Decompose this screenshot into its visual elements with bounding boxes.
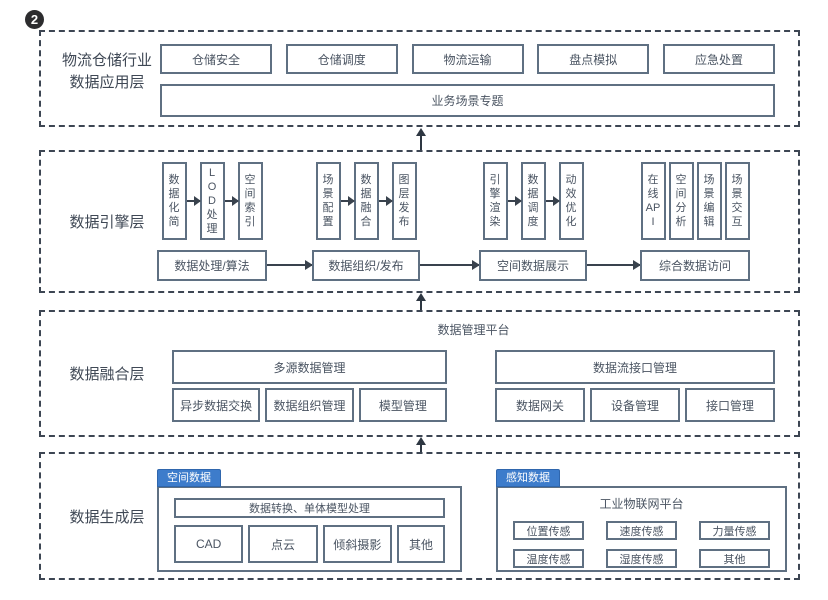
iot-platform-title: 工业物联网平台 xyxy=(599,497,684,511)
data-type-tab: 空间数据 xyxy=(157,469,221,487)
fusion-item-box: 接口管理 xyxy=(685,388,775,422)
business-topic-box: 业务场景专题 xyxy=(160,84,775,117)
engine-module-box: 数 据 调 度 xyxy=(520,162,546,240)
engine-group: 场 景 配 置数 据 融 合图 层 发 布数据组织/发布 xyxy=(312,162,420,281)
application-scenario-box: 仓储调度 xyxy=(285,44,398,74)
fusion-group: 多源数据管理异步数据交换数据组织管理模型管理 xyxy=(172,350,447,422)
generation-item-box: 速度传感 xyxy=(606,521,677,540)
layer-application-label: 物流仓储行业 数据应用层 xyxy=(61,52,152,91)
layer-data-fusion: 数据融合层 数据管理平台 多源数据管理异步数据交换数据组织管理模型管理数据流接口… xyxy=(39,310,800,437)
generation-item-row: 位置传感 速度传感 力量传感 xyxy=(513,521,770,540)
application-scenario-box: 应急处置 xyxy=(663,44,775,74)
engine-stage-box: 数据处理/算法 xyxy=(157,250,267,281)
fusion-item-box: 模型管理 xyxy=(358,388,447,422)
engine-module-box: L O D 处 理 xyxy=(199,162,225,240)
engine-module-box: 在 线 AP I xyxy=(640,162,666,240)
generation-item-row: 温度传感 湿度传感 其他 xyxy=(513,549,770,568)
engine-module-box: 数 据 融 合 xyxy=(353,162,379,240)
layer-engine-label: 数据引擎层 xyxy=(69,214,145,231)
small-arrow-right-icon xyxy=(186,196,201,206)
fusion-header-box: 多源数据管理 xyxy=(172,350,447,384)
vertical-box-row: 引 擎 渲 染数 据 调 度动 效 优 化 xyxy=(482,162,584,240)
small-arrow-right-icon xyxy=(378,196,393,206)
generation-item-box: 湿度传感 xyxy=(606,549,677,568)
fusion-item-box: 数据网关 xyxy=(495,388,585,422)
data-platform-title: 数据管理平台 xyxy=(437,323,510,337)
engine-module-box: 数 据 化 简 xyxy=(161,162,187,240)
small-arrow-right-icon xyxy=(224,196,239,206)
fusion-item-box: 数据组织管理 xyxy=(265,388,354,422)
layer-data-engine: 数据引擎层 数 据 化 简 L O D 处 理空 间 索 引数据处理/算法 场 景 … xyxy=(39,150,800,293)
engine-stage-box: 空间数据展示 xyxy=(479,250,587,281)
generation-container: 工业物联网平台位置传感 速度传感 力量传感温度传感 湿度传感 其他 xyxy=(496,486,787,572)
vertical-box-row: 数 据 化 简 L O D 处 理空 间 索 引 xyxy=(161,162,263,240)
engine-module-box: 场 景 交 互 xyxy=(724,162,750,240)
engine-group: 数 据 化 简 L O D 处 理空 间 索 引数据处理/算法 xyxy=(157,162,267,281)
application-scenario-box: 仓储安全 xyxy=(160,44,272,74)
process-header-box: 数据转换、单体模型处理 xyxy=(174,498,445,518)
flow-arrow-right-icon xyxy=(420,260,480,270)
generation-item-box: 位置传感 xyxy=(513,521,584,540)
application-scenario-box: 物流运输 xyxy=(411,44,524,74)
generation-item-box: 力量传感 xyxy=(699,521,770,540)
fusion-item-box: 异步数据交换 xyxy=(172,388,261,422)
flow-arrow-right-icon xyxy=(267,260,313,270)
engine-module-box: 空 间 索 引 xyxy=(237,162,263,240)
layer-generation-label: 数据生成层 xyxy=(69,509,145,526)
vertical-box-row: 场 景 配 置数 据 融 合图 层 发 布 xyxy=(315,162,417,240)
application-scenario-box: 盘点模拟 xyxy=(537,44,650,74)
generation-item-box: 其他 xyxy=(699,549,770,568)
layer-fusion-label: 数据融合层 xyxy=(69,366,145,383)
engine-module-box: 动 效 优 化 xyxy=(558,162,584,240)
engine-module-box: 图 层 发 布 xyxy=(391,162,417,240)
step-badge: 2 xyxy=(25,10,44,29)
small-arrow-right-icon xyxy=(507,196,522,206)
small-arrow-right-icon xyxy=(340,196,355,206)
generation-item-box: 点云 xyxy=(248,525,318,563)
generation-item-box: CAD xyxy=(174,525,244,563)
layer-application: 物流仓储行业 数据应用层 仓储安全仓储调度物流运输盘点模拟应急处置 业务场景专题 xyxy=(39,30,800,127)
engine-group: 引 擎 渲 染数 据 调 度动 效 优 化空间数据展示 xyxy=(479,162,587,281)
fusion-header-box: 数据流接口管理 xyxy=(495,350,775,384)
engine-stage-box: 数据组织/发布 xyxy=(312,250,420,281)
generation-item-box: 温度传感 xyxy=(513,549,584,568)
flow-arrow-right-icon xyxy=(587,260,641,270)
layer-up-arrow-icon xyxy=(416,128,426,150)
engine-module-box: 引 擎 渲 染 xyxy=(482,162,508,240)
layer-up-arrow-icon xyxy=(416,437,426,452)
fusion-group: 数据流接口管理数据网关设备管理接口管理 xyxy=(495,350,775,422)
application-box-row: 仓储安全仓储调度物流运输盘点模拟应急处置 xyxy=(160,44,775,74)
layer-up-arrow-icon xyxy=(416,293,426,310)
generation-group: 感知数据工业物联网平台位置传感 速度传感 力量传感温度传感 湿度传感 其他 xyxy=(496,469,787,572)
small-arrow-right-icon xyxy=(545,196,560,206)
fusion-item-row: 异步数据交换数据组织管理模型管理 xyxy=(172,388,447,422)
engine-module-box: 场 景 编 辑 xyxy=(696,162,722,240)
generation-item-box: 倾斜摄影 xyxy=(322,525,392,563)
fusion-item-row: 数据网关设备管理接口管理 xyxy=(495,388,775,422)
engine-module-box: 空 间 分 析 xyxy=(668,162,694,240)
engine-module-box: 场 景 配 置 xyxy=(315,162,341,240)
engine-stage-box: 综合数据访问 xyxy=(640,250,750,281)
data-type-tab: 感知数据 xyxy=(496,469,560,487)
generation-item-box: 其他 xyxy=(396,525,445,563)
fusion-item-box: 设备管理 xyxy=(590,388,680,422)
